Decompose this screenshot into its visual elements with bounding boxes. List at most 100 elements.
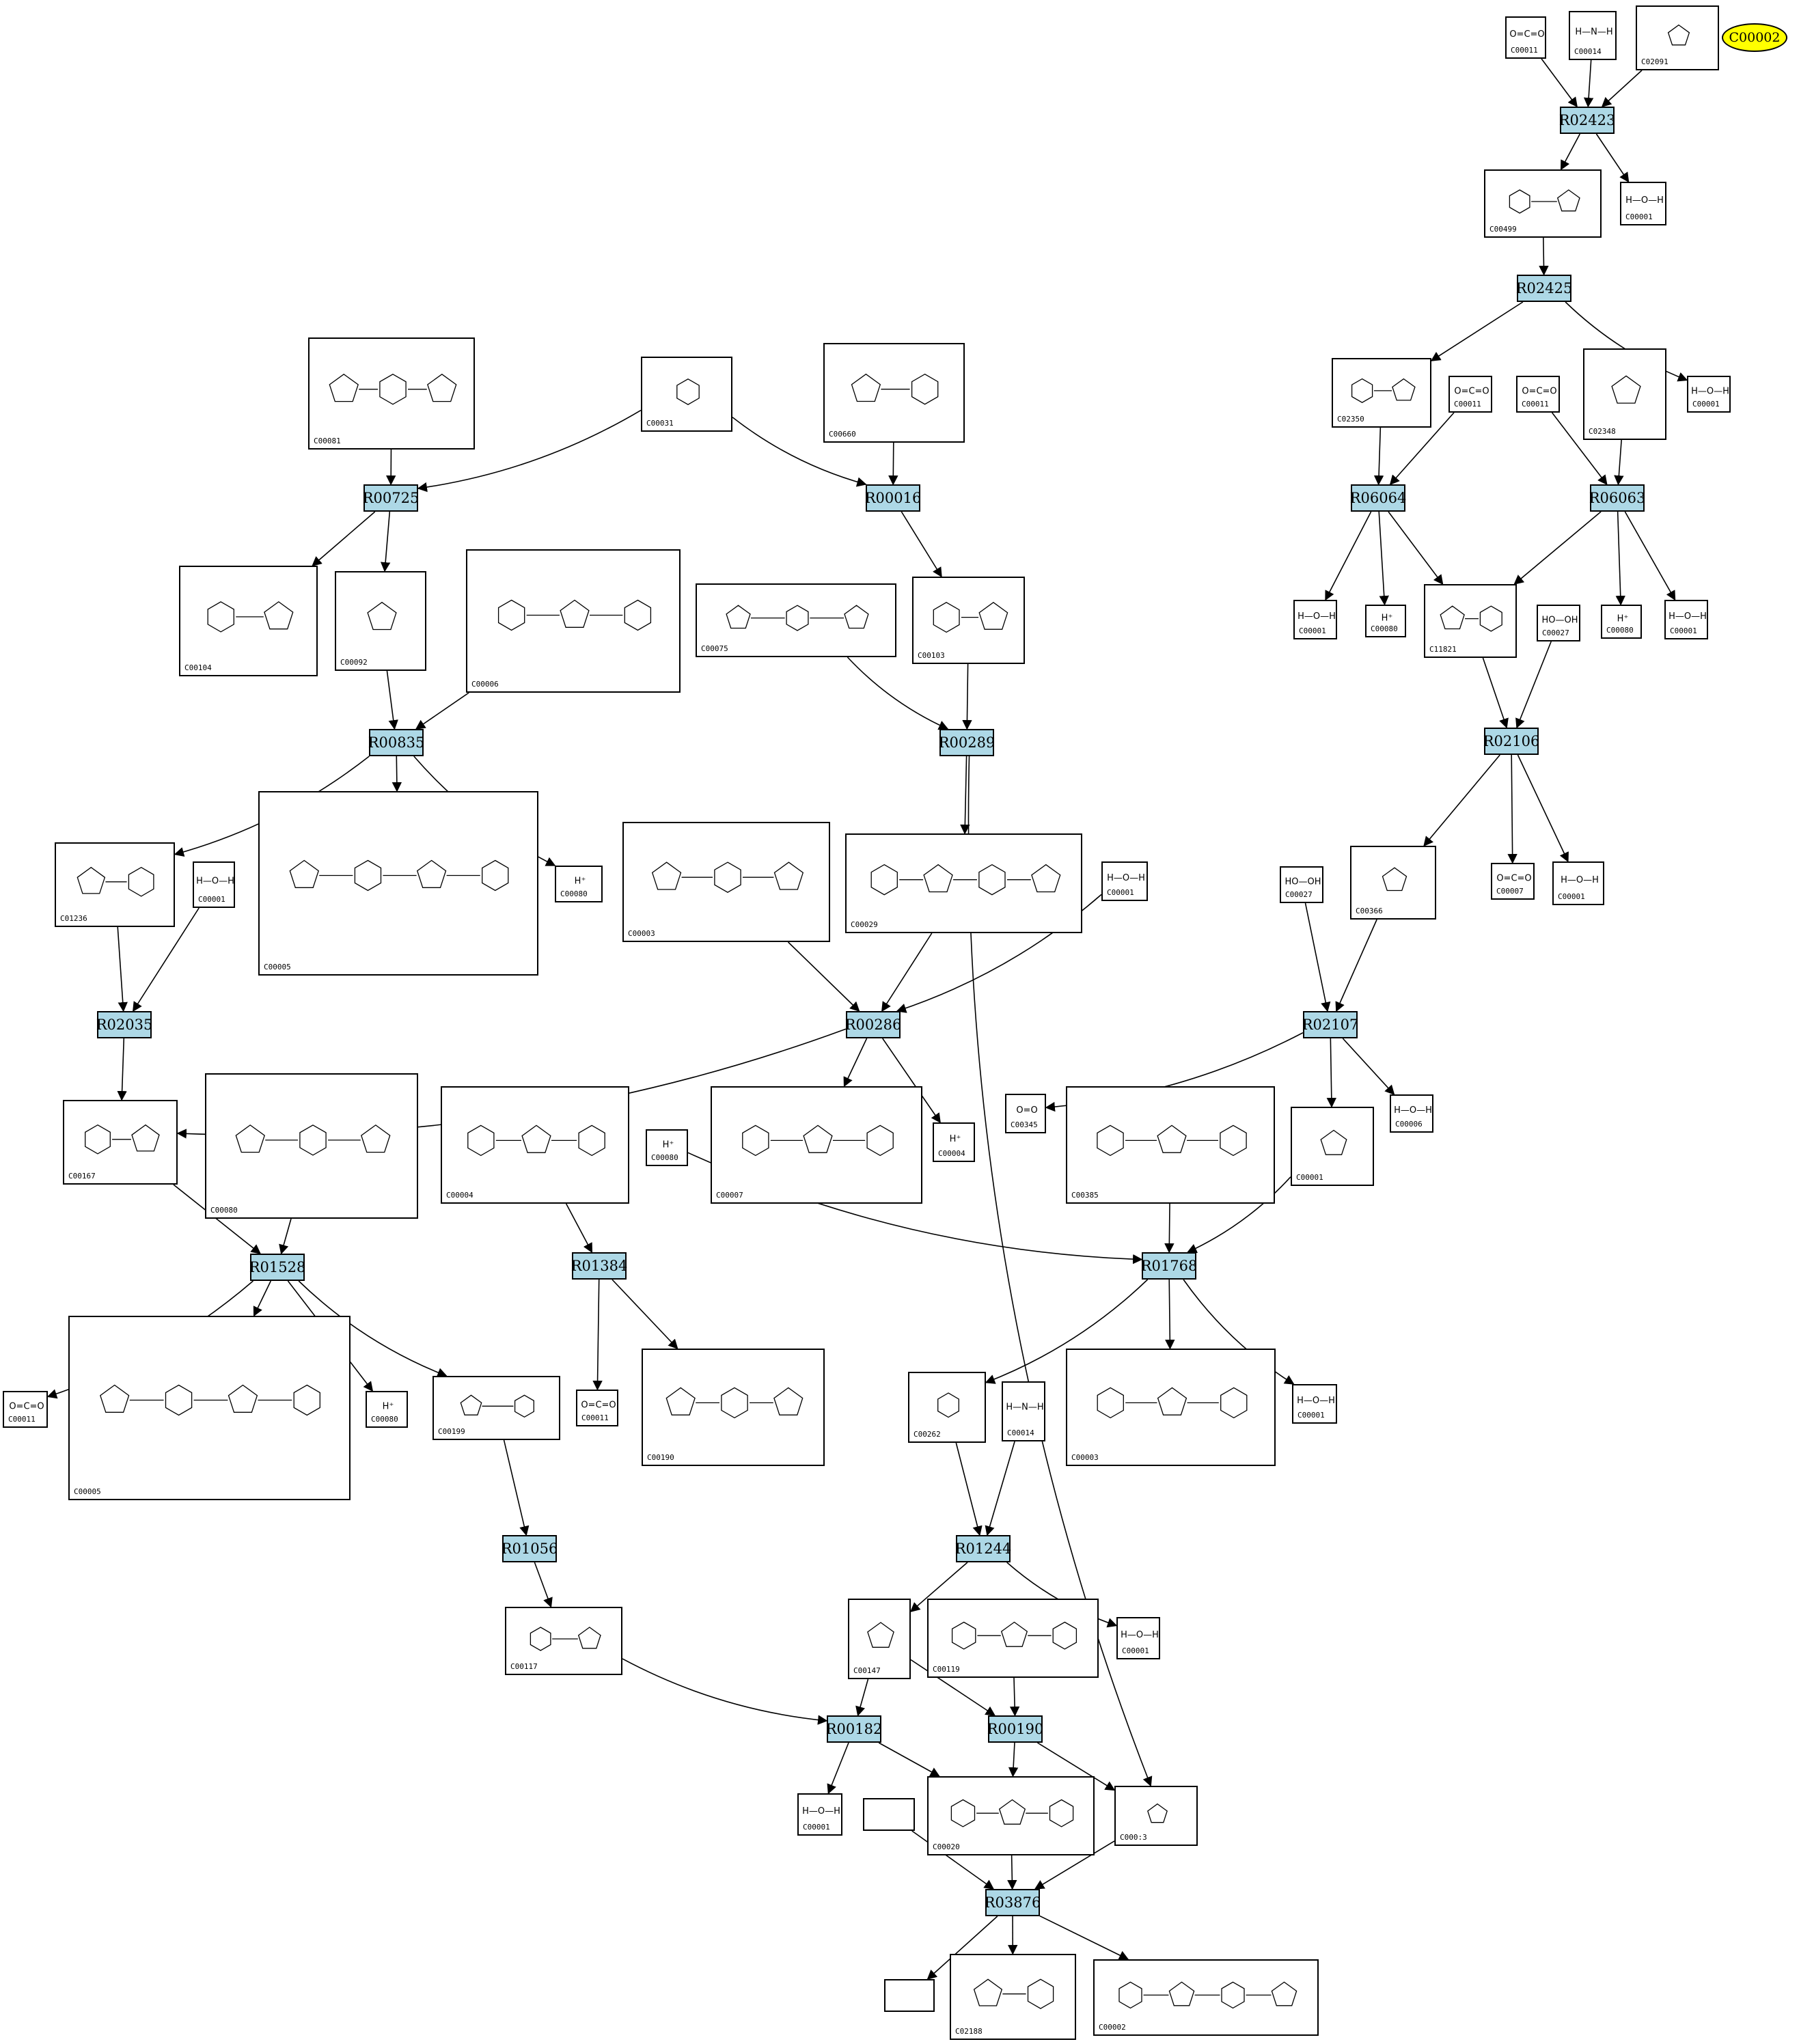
compound-id: C02348 xyxy=(1589,427,1616,436)
compound-node[interactable]: C00002 xyxy=(1093,1959,1319,2036)
compound-node[interactable]: C00004 xyxy=(441,1086,629,1204)
structure-icon xyxy=(100,1384,320,1416)
compound-node[interactable]: C00366 xyxy=(1350,846,1436,920)
compound-node[interactable]: C00029 xyxy=(845,833,1082,933)
compound-node[interactable] xyxy=(884,1979,935,2012)
compound-node[interactable]: C00080 xyxy=(205,1073,418,1219)
compound-node[interactable]: C00075 xyxy=(696,583,896,657)
reaction-node[interactable]: R02035 xyxy=(96,1011,152,1038)
compound-node[interactable]: C00001 xyxy=(1291,1107,1374,1186)
reaction-node[interactable]: R02106 xyxy=(1483,728,1539,755)
reaction-node[interactable]: R00016 xyxy=(865,484,921,512)
compound-node[interactable]: H⁺C00004 xyxy=(933,1122,975,1162)
compound-node[interactable]: C00117 xyxy=(505,1607,622,1675)
compound-node[interactable]: C00006 xyxy=(466,549,681,693)
compound-node[interactable]: C000:3 xyxy=(1114,1786,1198,1846)
reaction-node[interactable]: R00835 xyxy=(368,729,424,756)
reaction-arrow xyxy=(888,442,898,486)
compound-node[interactable]: C00104 xyxy=(179,566,318,676)
compound-node[interactable]: H⁺C00080 xyxy=(366,1391,408,1428)
compound-node[interactable]: H⁺C00080 xyxy=(555,866,603,902)
compound-node[interactable]: H⁺C00080 xyxy=(1365,605,1406,637)
reaction-node[interactable]: R00190 xyxy=(987,1715,1043,1743)
compound-node[interactable]: C00199 xyxy=(432,1376,560,1440)
reaction-node[interactable]: R01528 xyxy=(249,1254,305,1281)
compound-node[interactable] xyxy=(863,1798,915,1831)
reaction-node[interactable]: R00182 xyxy=(826,1715,882,1743)
compound-node[interactable]: C00119 xyxy=(927,1599,1099,1678)
reaction-arrow xyxy=(901,511,942,578)
compound-node[interactable]: C00005 xyxy=(258,791,538,976)
structure-icon xyxy=(497,599,652,631)
compound-node[interactable]: H⁺C00080 xyxy=(646,1129,688,1166)
reaction-arrow xyxy=(415,692,469,730)
compound-node[interactable]: C02348 xyxy=(1583,348,1666,440)
reaction-node[interactable]: R00725 xyxy=(363,484,419,512)
compound-node[interactable]: C00005 xyxy=(68,1316,351,1500)
reaction-node[interactable]: R06063 xyxy=(1589,484,1645,512)
reaction-node[interactable]: R00286 xyxy=(845,1011,901,1038)
compound-node[interactable]: C00081 xyxy=(308,337,475,450)
structure-icon xyxy=(851,373,939,405)
compound-node[interactable]: H⁺C00080 xyxy=(1601,605,1642,639)
compound-id: C00147 xyxy=(853,1666,881,1675)
compound-node[interactable]: C00031 xyxy=(641,357,732,432)
reaction-node[interactable]: R02425 xyxy=(1516,275,1572,302)
reaction-node[interactable]: R01244 xyxy=(955,1535,1011,1562)
reaction-node[interactable]: R01384 xyxy=(571,1252,627,1280)
compound-node[interactable]: C00190 xyxy=(642,1349,825,1466)
compound-node[interactable]: C00385 xyxy=(1066,1086,1275,1204)
compound-node[interactable]: C00147 xyxy=(848,1599,911,1679)
compound-node[interactable]: C00262 xyxy=(908,1372,986,1443)
compound-node[interactable]: C00003 xyxy=(1066,1349,1276,1466)
compound-node[interactable]: C00003 xyxy=(622,822,830,942)
compound-node[interactable]: C00660 xyxy=(823,343,965,443)
structure-icon: HO—OH xyxy=(1285,876,1321,887)
reaction-node[interactable]: R01056 xyxy=(502,1535,558,1562)
reaction-node[interactable]: R02107 xyxy=(1302,1011,1358,1038)
compound-id: C01236 xyxy=(60,914,87,923)
compound-node[interactable]: C00499 xyxy=(1484,169,1602,238)
compound-node[interactable]: C00167 xyxy=(63,1100,178,1185)
compound-node[interactable]: C00007 xyxy=(711,1086,922,1204)
reaction-node[interactable]: R06064 xyxy=(1350,484,1406,512)
reaction-node[interactable]: R02423 xyxy=(1559,107,1615,134)
compound-node[interactable]: C00103 xyxy=(912,577,1025,664)
structure-icon xyxy=(867,1622,894,1648)
reaction-node[interactable]: R03876 xyxy=(985,1889,1041,1916)
compound-node[interactable]: C02091 xyxy=(1636,5,1719,70)
query-compound-node[interactable]: C00002 xyxy=(1722,23,1787,52)
reaction-node[interactable]: R01768 xyxy=(1141,1252,1197,1280)
reaction-node[interactable]: R00289 xyxy=(939,729,995,756)
compound-node[interactable]: C00092 xyxy=(335,571,426,671)
compound-node[interactable]: C02188 xyxy=(950,1954,1076,2040)
compound-node[interactable]: C01236 xyxy=(55,842,175,927)
compound-node[interactable]: C11821 xyxy=(1424,584,1517,658)
compound-node[interactable]: C00020 xyxy=(927,1776,1095,1855)
compound-node[interactable]: C02350 xyxy=(1332,358,1431,428)
compound-id: C00011 xyxy=(1522,400,1549,409)
